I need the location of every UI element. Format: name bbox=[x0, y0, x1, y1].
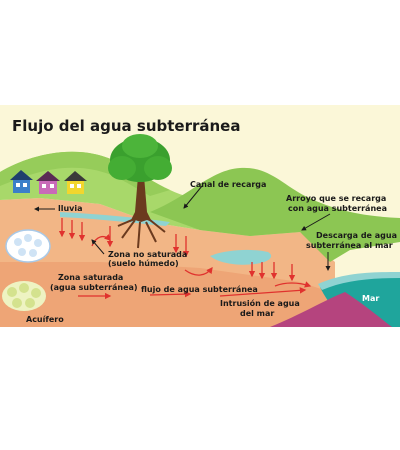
label-descarga-line2: subterránea al mar bbox=[306, 241, 393, 250]
label-canal-recarga: Canal de recarga bbox=[190, 180, 266, 189]
stream-pond bbox=[210, 249, 272, 265]
leader-lines bbox=[34, 185, 331, 271]
label-zona-no-saturada-line1: Zona no saturada bbox=[108, 250, 187, 259]
infiltration-arrows bbox=[58, 218, 312, 300]
rock-icon bbox=[2, 281, 46, 311]
hill-left-crest bbox=[0, 151, 170, 196]
label-flujo: flujo de agua subterránea bbox=[141, 285, 258, 294]
diagram-title: Flujo del agua subterránea bbox=[12, 117, 240, 135]
hill-right bbox=[150, 167, 400, 262]
label-lluvia: lluvia bbox=[58, 204, 83, 213]
label-descarga-line1: Descarga de agua bbox=[316, 231, 397, 240]
label-intrusion-line1: Intrusión de agua bbox=[220, 298, 300, 308]
label-zona-no-saturada-line2: (suelo húmedo) bbox=[108, 259, 179, 268]
house-icon bbox=[10, 170, 33, 193]
label-intrusion-line2: del mar bbox=[240, 309, 274, 318]
label-zona-saturada-line2: (agua subterránea) bbox=[50, 283, 138, 292]
label-arroyo-line1: Arroyo que se recarga bbox=[286, 194, 386, 203]
label-zona-saturada-line1: Zona saturada bbox=[58, 273, 123, 282]
recharge-canal bbox=[60, 212, 170, 226]
house-icon bbox=[64, 171, 87, 194]
rock-icon bbox=[5, 229, 51, 263]
house-icon bbox=[36, 171, 60, 194]
label-acuifero: Acuífero bbox=[26, 315, 64, 324]
seawater-intrusion bbox=[270, 292, 392, 327]
label-arroyo-line2: con agua subterránea bbox=[288, 204, 387, 213]
tree-icon bbox=[108, 134, 172, 249]
sea-surface bbox=[318, 272, 400, 290]
label-mar: Mar bbox=[362, 294, 379, 303]
